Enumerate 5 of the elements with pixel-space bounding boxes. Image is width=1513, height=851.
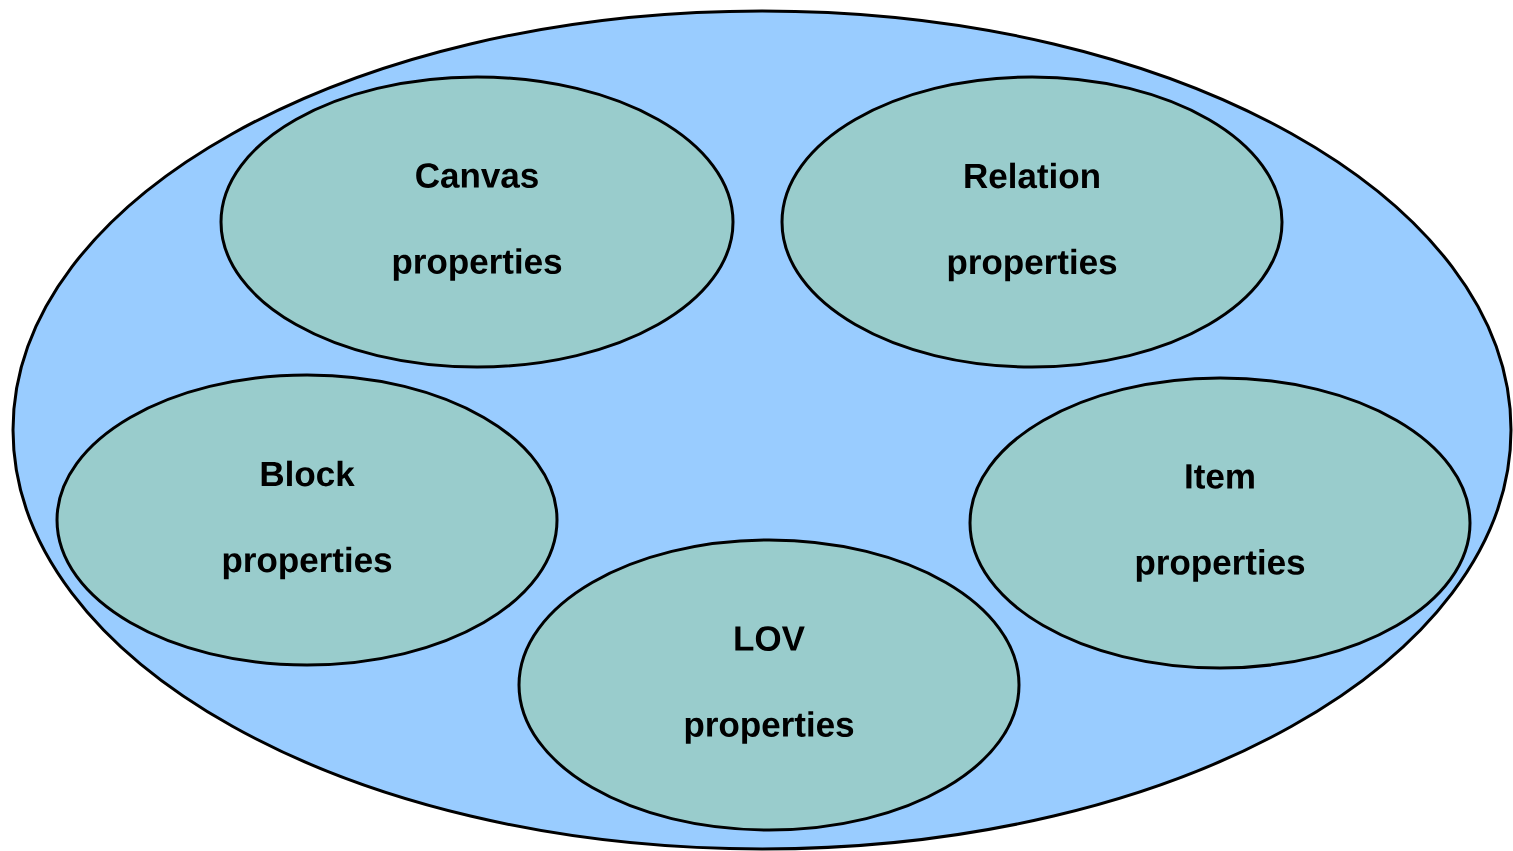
oval-node: LOV properties [517,538,1021,832]
oval-node: Item properties [968,376,1472,670]
oval-node: Block properties [55,373,559,667]
oval-node: Relation properties [780,75,1284,369]
oval-node: Canvas properties [219,75,735,369]
